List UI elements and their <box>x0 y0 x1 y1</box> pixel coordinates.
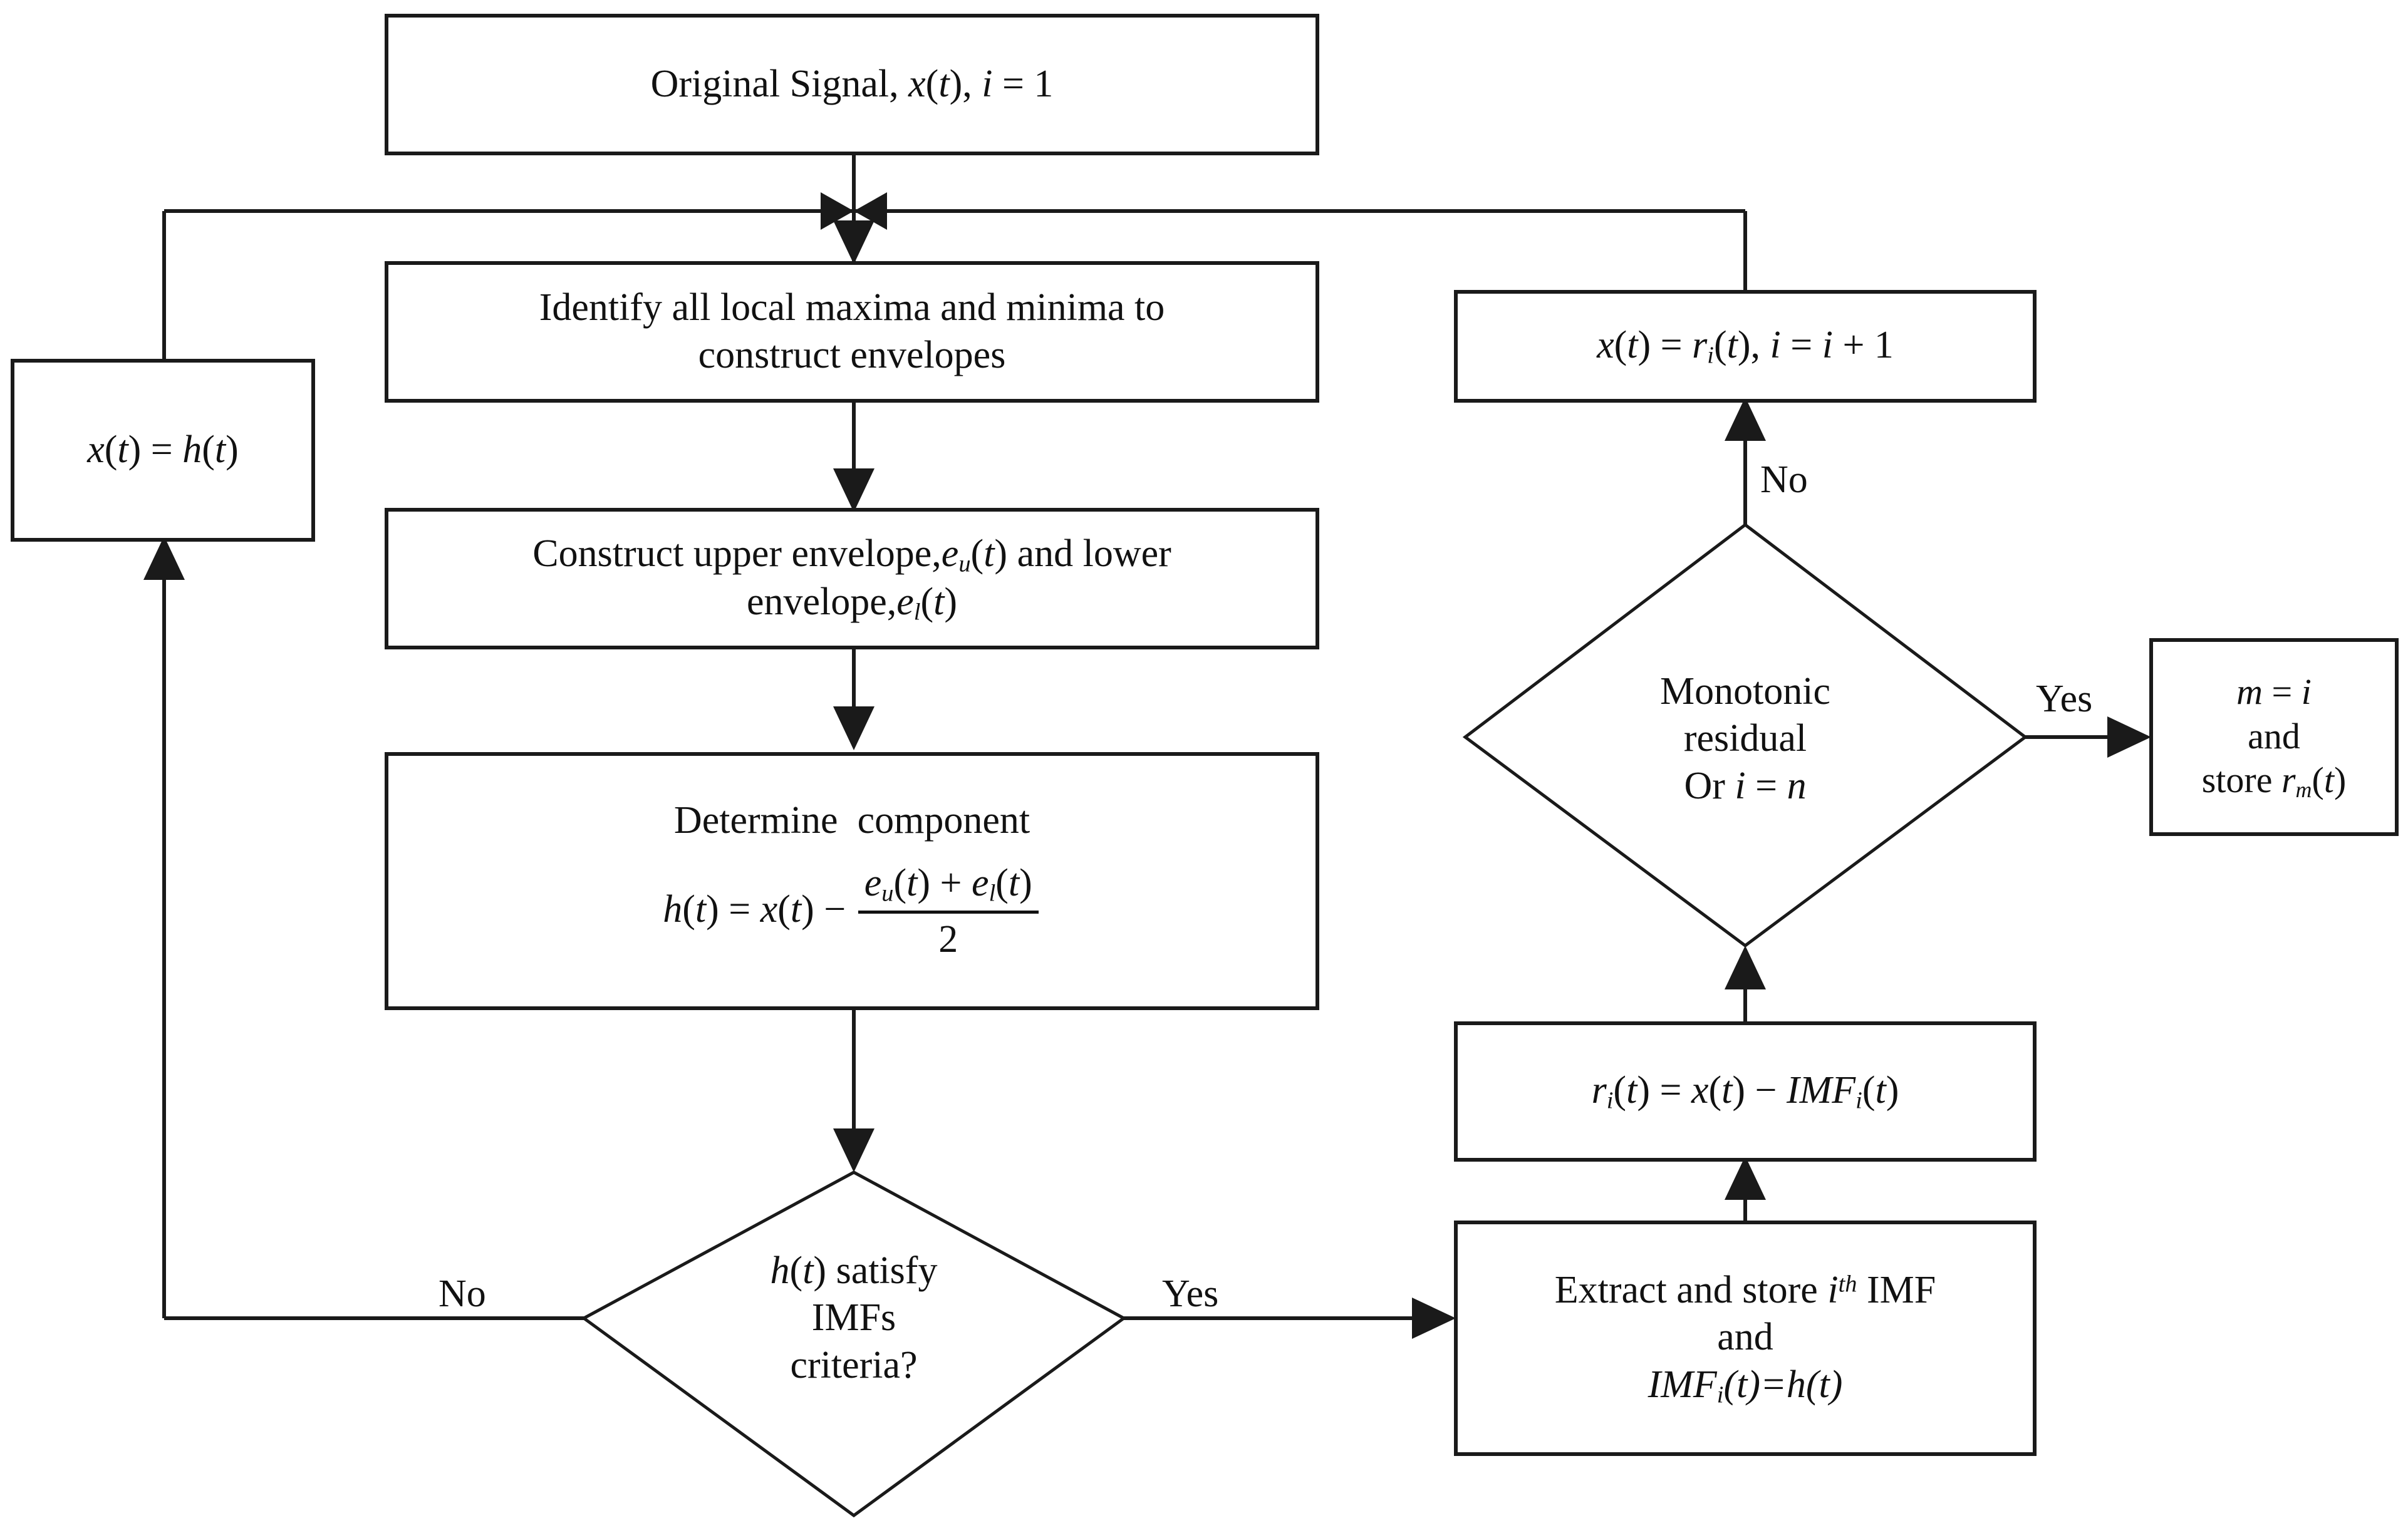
node-update-signal-shape[interactable] <box>1454 290 2037 403</box>
node-residual-shape[interactable] <box>1454 1021 2037 1162</box>
arrowhead-to-identify <box>833 220 874 264</box>
node-final-store-shape[interactable] <box>2149 638 2399 836</box>
node-assign-h-shape[interactable] <box>11 359 315 542</box>
node-imf-criteria-shape[interactable] <box>581 1170 1127 1518</box>
edge-label-imf-no: No <box>439 1272 486 1315</box>
edge-label-monotonic-yes: Yes <box>2036 678 2093 720</box>
arrowhead-to-monotonic <box>1725 946 1766 989</box>
arrowhead-merge-from-right <box>854 192 887 230</box>
node-monotonic-check-shape[interactable] <box>1462 522 2028 948</box>
node-extract-store-shape[interactable] <box>1454 1221 2037 1456</box>
arrowhead-to-residual <box>1725 1156 1766 1200</box>
arrowhead-to-extract <box>1412 1298 1456 1339</box>
node-construct-envelopes-shape[interactable] <box>385 508 1319 649</box>
arrowhead-to-assign-h <box>143 536 185 580</box>
arrowhead-to-determine <box>833 706 874 750</box>
node-original-signal-shape[interactable] <box>385 14 1319 155</box>
edge-label-imf-yes: Yes <box>1162 1272 1219 1315</box>
node-determine-component-shape[interactable] <box>385 752 1319 1010</box>
arrowhead-to-final-store <box>2107 716 2151 758</box>
node-identify-extrema-shape[interactable] <box>385 261 1319 403</box>
edge-label-monotonic-no: No <box>1760 458 1808 501</box>
arrowhead-to-update-signal <box>1725 397 1766 441</box>
arrowhead-to-envelopes <box>833 468 874 512</box>
arrowhead-to-imf-check <box>833 1128 874 1172</box>
arrowhead-merge-from-left <box>821 192 854 230</box>
